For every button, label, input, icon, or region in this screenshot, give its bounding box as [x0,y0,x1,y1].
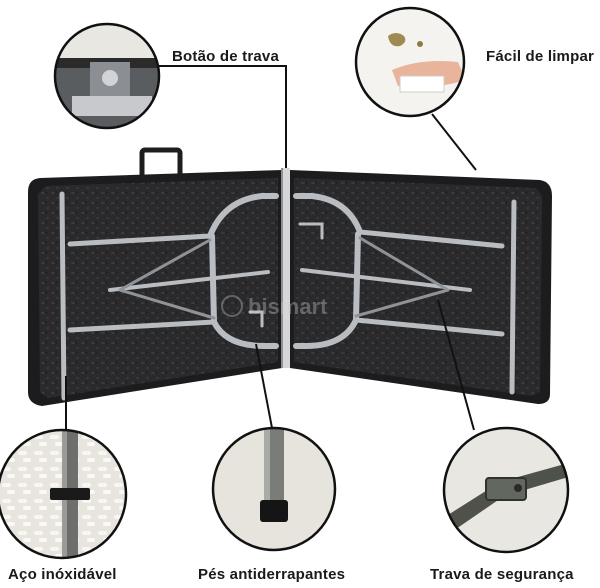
label-stainless-steel: Aço inóxidável [8,566,117,583]
center-hinge [281,168,290,368]
callout-stainless-steel [0,428,128,560]
watermark-logo: bismart [221,294,328,319]
label-safety-lock: Trava de segurança [430,566,574,583]
label-easy-clean: Fácil de limpar [486,48,595,65]
callout-safety-lock [442,426,570,554]
leader-lines [65,65,477,432]
table-left-half [28,170,282,406]
right-steel-frame [293,193,517,395]
callout-lock-button [53,22,161,130]
watermark-text: bismart [248,294,328,319]
label-lock-button: Botão de trava [172,48,279,65]
callout-easy-clean [354,6,466,118]
callout-nonslip-feet [211,426,337,552]
left-steel-frame [59,191,279,401]
label-nonslip-feet: Pés antiderrapantes [198,566,346,583]
